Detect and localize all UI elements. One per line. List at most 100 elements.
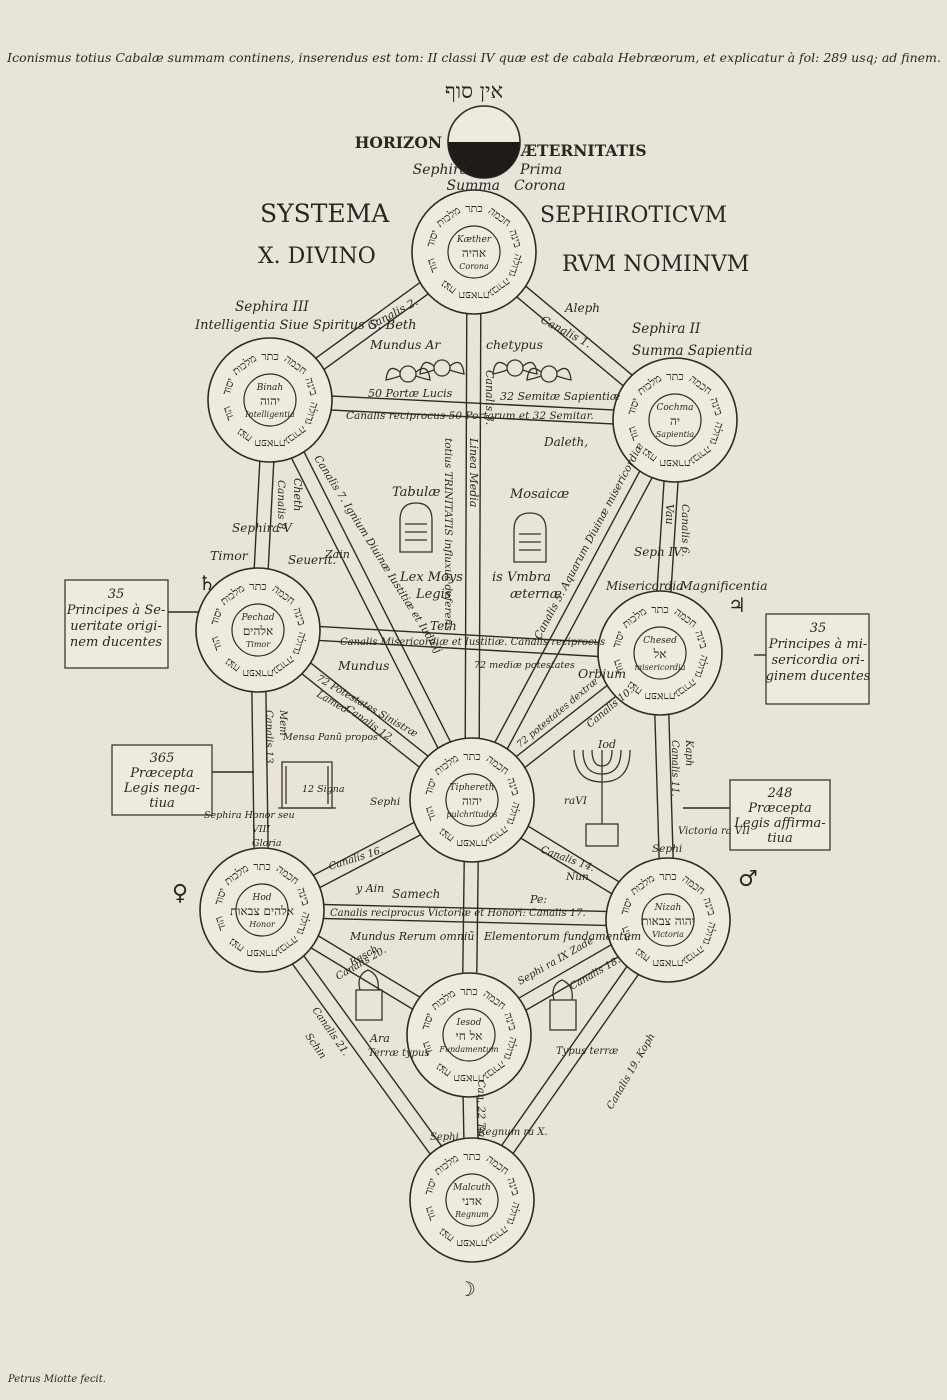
box-left-praecepta-line3: Legis nega-: [123, 781, 200, 796]
box-right-misericordia-line3: sericordia ori-: [771, 653, 864, 668]
box-right-praecepta-line3: Legis affirma-: [733, 816, 825, 831]
sephira-nizah-ring-word: כתר: [659, 870, 677, 883]
label-lex-moys: Lex Moys: [399, 570, 463, 585]
menorah: [573, 749, 631, 847]
sephira-tiphereth-ring-word: הוד: [422, 805, 439, 823]
cherub-head-1-icon: [399, 365, 417, 383]
canalis-binah-tiphereth: [275, 396, 479, 798]
label-semitae: 32 Semitæ Sapientiæ: [500, 390, 620, 403]
sephira-malcuth-inner-ring: [445, 1173, 499, 1227]
label-kaph: Kaph: [683, 739, 694, 766]
box-left-severitas-frame: [64, 579, 169, 669]
sephira-iesod-ring-word: כתר: [460, 985, 478, 998]
sephira-malcuth-ring-word: יסוד: [422, 1176, 440, 1197]
sephira-binah-hebrew: יהוה: [260, 394, 280, 408]
sephira-hod-ring-word: כתר: [253, 860, 271, 873]
box-left-praecepta-negativa: 365 Præcepta Legis nega- tiua: [111, 744, 213, 816]
label-legis: Legis: [415, 587, 452, 602]
label-cheth: Cheth: [291, 478, 304, 512]
sephira-chesed-sub: misericordia: [635, 663, 686, 672]
sephira-malcuth-ring-word: תפארת: [456, 1237, 487, 1250]
table-of-showbread: [278, 761, 336, 809]
sephira-chesed-ring-word: יסוד: [610, 629, 628, 650]
sephira-cochma-sub: Sapientia: [656, 430, 695, 439]
horizon-aeternitatis: HORIZON ÆTERNITATIS Sephira Prima Summa …: [355, 105, 647, 194]
label-mundus-rerum: Mundus Rerum omniũ: [349, 930, 475, 943]
label-canalis-reciprocus: Canalis reciprocus 50 Portarum et 32 Sem…: [346, 410, 594, 422]
sephira-kether-ring-word: בינה: [506, 228, 524, 249]
sephira-malcuth-sub: Regnum: [454, 1210, 489, 1219]
label-medie: 72 mediæ potestates: [474, 660, 575, 671]
box-left-severitas-line1: 35: [108, 587, 125, 602]
sephira-chesed-inner-ring: [633, 626, 687, 680]
sephira-tiphereth-sub: pulchritudos: [446, 810, 497, 819]
sephira-pechad-ring-word: כתר: [249, 580, 267, 593]
altar-left-flame: [358, 969, 379, 991]
label-misericordia: Misericordia: [605, 579, 683, 593]
label-typus-terrae: Typus terræ: [556, 1046, 618, 1057]
cherub-wings-3-icon: [492, 361, 538, 375]
sephira-cochma-ring-word: כתר: [666, 370, 684, 383]
box-right-misericordia: 35 Principes à mi- sericordia ori- ginem…: [765, 613, 871, 705]
label-schin: Schin: [303, 1031, 328, 1061]
sephira-hod-name: Hod: [251, 893, 271, 903]
label-ain: y Ain: [355, 882, 384, 895]
sephira-prima-4: Corona: [514, 178, 566, 194]
sephira-iesod-ring-word: הוד: [419, 1040, 436, 1058]
sephira-nizah-sub: Victoria: [652, 930, 684, 939]
altar-right: [549, 979, 577, 1031]
sephira-pechad-inner-ring: [231, 603, 285, 657]
label-canalis-victoriae: Canalis reciprocus Victoriæ et Honori: C…: [330, 908, 586, 919]
sephira-hod-ring-word: תפארת: [246, 947, 277, 960]
sephira-malcuth-ring-word: כתר: [463, 1150, 481, 1163]
sephira-pechad-ring-word: הוד: [208, 635, 225, 653]
altar-right-flame: [552, 979, 573, 1001]
label-aleph: Aleph: [564, 301, 600, 315]
label-pe: Pe:: [529, 893, 547, 906]
sephira-tiphereth-inner-ring: [445, 773, 499, 827]
sephira-binah-ring-word: בינה: [302, 376, 320, 397]
label-umbra: is Vmbra: [492, 570, 551, 585]
canalis-pechad-chesed: [258, 622, 661, 647]
tablet-right-icon: [513, 512, 547, 563]
sephira-binah-ring-word: תפארת: [254, 437, 285, 450]
sephira-pechad-ring-word: תפארת: [242, 667, 273, 680]
sephira-malcuth-name: Malcuth: [452, 1183, 491, 1193]
title-nominum: RVM NOMINVM: [562, 252, 749, 277]
cherub-wings-1-icon: [385, 367, 431, 381]
sephira-iesod-ring-word: בינה: [501, 1011, 519, 1032]
label-summa-sapientia: Summa Sapientia: [632, 343, 753, 359]
sephira-pechad-name: Pechad: [241, 613, 275, 623]
sephira-nizah-ring-word: תפארת: [652, 957, 683, 970]
sephira-kether-ring-word: כתר: [465, 202, 483, 215]
sephira-cochma-ring-word: הוד: [625, 425, 642, 443]
canalis-binah-tiphereth: [263, 402, 467, 804]
sephira-tiphereth-hebrew: יהוה: [462, 794, 482, 808]
box-left-severitas-line2: Principes à Se-: [66, 603, 166, 618]
mars-icon: ♂: [738, 867, 758, 892]
sephira-tiphereth-ring-word: תפארת: [456, 837, 487, 850]
sephira-binah-sub: Intelligentia: [244, 410, 295, 419]
canalis-binah-cochma: [270, 392, 676, 414]
sephira-binah-ring-word: כתר: [261, 350, 279, 363]
sephira-hod-inner-ring: [235, 883, 289, 937]
label-gloria: Gloria: [252, 838, 282, 849]
venus-icon: ♀: [172, 881, 188, 906]
box-right-praecepta-line1: 248: [767, 786, 793, 801]
tablets-of-law: [399, 502, 547, 563]
sephira-cochma-ring-word: בינה: [707, 396, 725, 417]
sephira-iesod-sub: Fundamentum: [438, 1045, 499, 1054]
label-sephira5: Sephira V: [232, 521, 293, 535]
label-sephi-right: Sephi: [652, 843, 682, 855]
sephira-chesed-ring-word: הוד: [610, 658, 627, 676]
canalis-hod-nizah: [262, 902, 669, 914]
horizon-dark-half: [448, 142, 520, 178]
label-canalis14: Canalis 14.: [539, 844, 596, 874]
label-canalis1: Canalis 1.: [539, 313, 594, 350]
sephira-kether-hebrew: אהיה: [462, 246, 486, 260]
label-mundus: Mundus: [337, 658, 389, 673]
sephira-binah-inner-ring: [243, 373, 297, 427]
